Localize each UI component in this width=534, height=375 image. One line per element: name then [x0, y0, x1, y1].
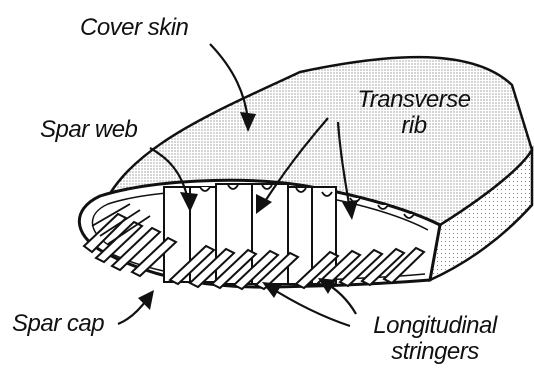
label-transverse-rib-line2: rib [348, 114, 480, 138]
label-longitudinal-stringers-line2: stringers [360, 340, 510, 364]
label-transverse-rib: Transverse rib [348, 88, 480, 138]
label-transverse-rib-line1: Transverse [348, 88, 480, 112]
label-spar-cap: Spar cap [12, 312, 104, 336]
label-longitudinal-stringers-line1: Longitudinal [360, 314, 510, 338]
label-spar-web: Spar web [40, 118, 137, 142]
label-longitudinal-stringers: Longitudinal stringers [360, 314, 510, 364]
label-cover-skin: Cover skin [80, 16, 188, 40]
